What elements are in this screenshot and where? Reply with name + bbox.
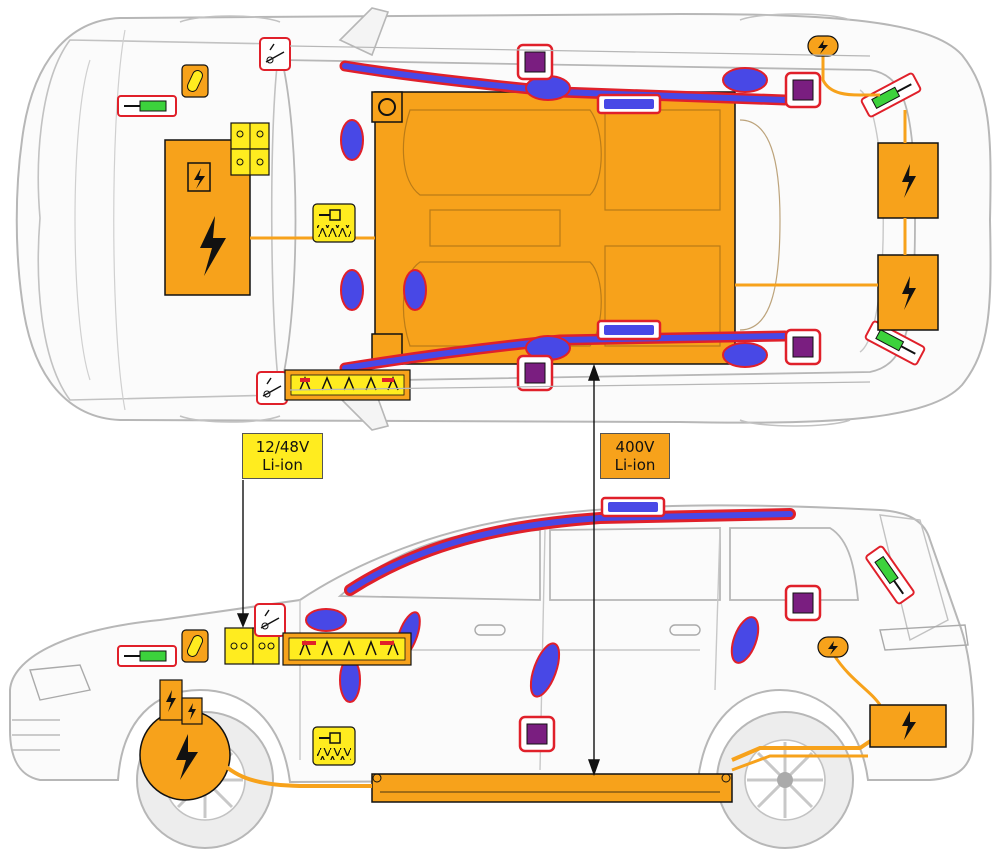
side-taillight xyxy=(879,624,969,651)
top-hood xyxy=(37,39,281,401)
side-hv-cable-tag xyxy=(832,654,882,706)
top-hv-cable-rear-up xyxy=(821,55,880,97)
side-curtain-airbag-core xyxy=(347,511,793,593)
airbag-side-rear-right xyxy=(722,342,768,368)
high-voltage-icon xyxy=(902,276,916,310)
top-sensors xyxy=(516,43,822,392)
top-hood-lines xyxy=(74,29,126,411)
side-pretensioner-module xyxy=(312,726,356,766)
top-gas-generator-left-core xyxy=(604,99,654,109)
top-sill-left xyxy=(289,45,871,57)
top-front-hv-unit-small xyxy=(187,162,211,192)
high-voltage-icon xyxy=(902,711,916,740)
top-pretensioner-module xyxy=(312,203,356,243)
label-12-48v-line2: Li-ion xyxy=(262,456,303,474)
top-hv-battery-floor xyxy=(374,91,736,365)
high-voltage-icon xyxy=(176,734,198,780)
side-hood-lifter xyxy=(254,603,286,637)
top-view xyxy=(15,7,992,431)
top-reinforcement-ring xyxy=(378,98,396,116)
side-view xyxy=(9,496,975,849)
side-rear-hv-unit xyxy=(869,704,947,748)
label-12-48v-line1: 12/48V xyxy=(255,438,310,456)
side-hv-cable-rear xyxy=(731,738,874,762)
airbag-knee xyxy=(403,269,427,311)
side-airbags xyxy=(305,608,760,703)
label-12-48v-li-ion: 12/48V Li-ion xyxy=(242,433,323,479)
top-lv-battery xyxy=(230,122,270,176)
top-hood-lifter-front xyxy=(259,37,291,71)
side-cut-zones xyxy=(117,545,915,667)
side-headlight xyxy=(29,664,91,701)
top-mirror-left xyxy=(338,7,390,57)
side-window-rear xyxy=(729,527,859,601)
airbag-front-right xyxy=(340,269,364,311)
side-window-middle xyxy=(549,527,721,601)
high-voltage-icon xyxy=(902,164,916,198)
side-wheel-rear xyxy=(716,711,854,849)
label-400v-li-ion: 400V Li-ion xyxy=(600,433,670,479)
side-car-body xyxy=(9,504,975,784)
airbag-front-left xyxy=(340,119,364,161)
side-hv-cable-rear-2 xyxy=(731,754,868,772)
top-gas-generator-right-core xyxy=(604,325,654,335)
side-grille xyxy=(12,719,60,751)
side-hv-cable-front xyxy=(216,758,372,788)
airbag-side-rear-left xyxy=(722,67,768,93)
side-door-handles xyxy=(474,624,701,636)
top-reinforcement-strip xyxy=(284,369,411,401)
top-hood-lifter-rear xyxy=(256,371,288,405)
side-reinforcement-strip xyxy=(282,632,412,666)
top-cut-zones xyxy=(117,72,926,366)
top-reinforcement-front xyxy=(371,91,403,123)
side-hv-battery-floor xyxy=(371,773,733,803)
high-voltage-icon xyxy=(194,168,205,189)
label-400v-line1: 400V xyxy=(615,438,655,456)
top-sill-right xyxy=(289,381,871,391)
high-voltage-icon xyxy=(200,216,226,276)
label-400v-line2: Li-ion xyxy=(614,456,656,474)
top-wheel-arches xyxy=(179,13,851,427)
callout-pointers xyxy=(236,363,600,777)
